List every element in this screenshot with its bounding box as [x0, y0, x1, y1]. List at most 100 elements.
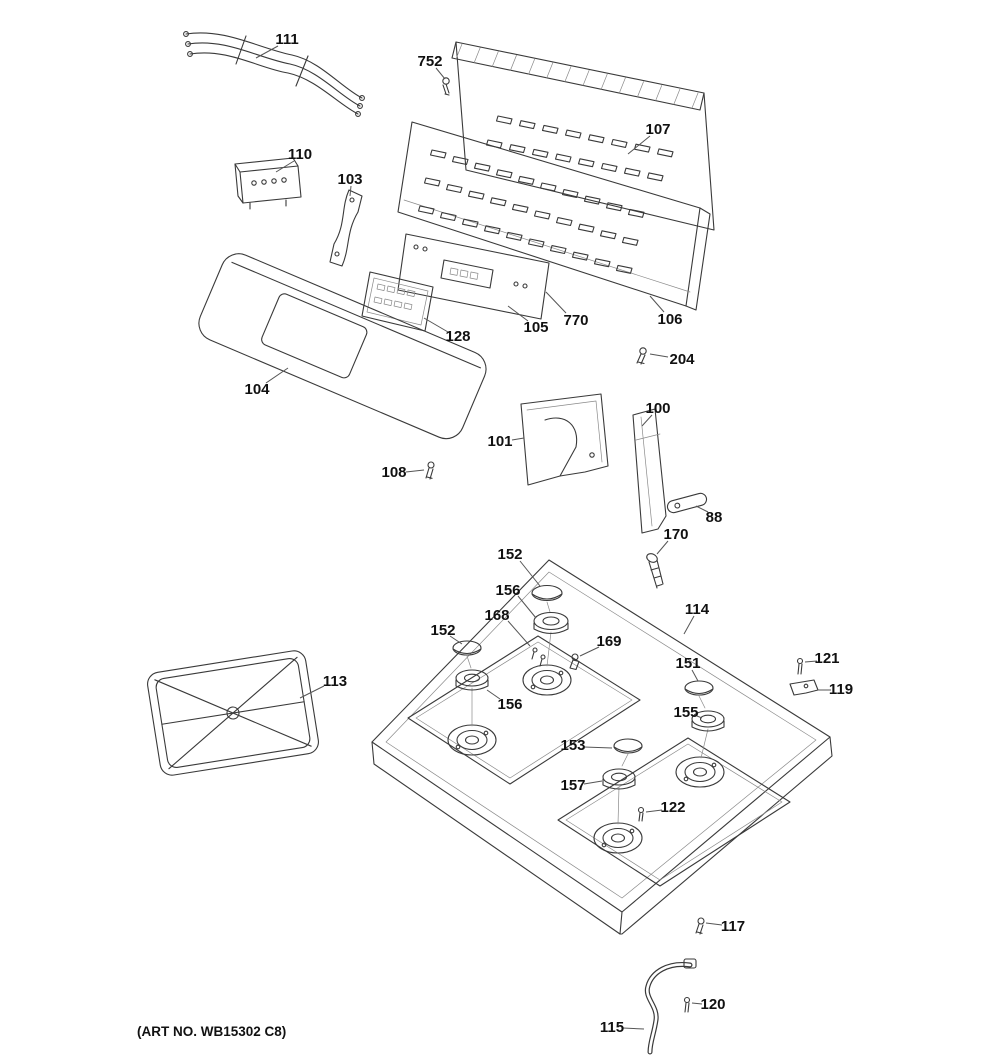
leader-line-110: [275, 160, 295, 173]
leader-line-155: [696, 715, 703, 719]
part-108-screw: [425, 461, 435, 480]
part-label-117: 117: [721, 918, 745, 935]
part-121-screw: [796, 657, 804, 675]
part-label-114: 114: [685, 601, 710, 618]
part-106-lower-back-panel: [397, 121, 711, 311]
leader-line-107: [627, 135, 651, 155]
part-122-screw: [637, 806, 645, 822]
part-110-spark-module: [234, 157, 302, 210]
part-153-cap-right-front: [613, 738, 643, 754]
part-label-103: 103: [337, 171, 362, 188]
part-label-153: 153: [560, 737, 585, 754]
burner-right-back: [675, 756, 725, 788]
part-152-cap-back-left: [531, 584, 563, 602]
leader-line-105: [507, 305, 529, 322]
louver-slots: [485, 115, 674, 182]
leader-line-156: [517, 595, 537, 619]
part-115-tube: [644, 958, 697, 1055]
leader-line-121: [804, 660, 818, 663]
part-100-side-bracket: [632, 408, 667, 534]
part-103-bracket: [329, 189, 363, 267]
part-119-clip: [789, 679, 819, 696]
part-label-168: 168: [484, 607, 509, 624]
part-label-111: 111: [275, 31, 298, 48]
part-label-88: 88: [706, 509, 723, 526]
leader-line-169: [579, 646, 600, 657]
part-101-bracket: [520, 393, 609, 486]
leader-line-157: [583, 780, 603, 785]
leader-line-104: [265, 367, 289, 384]
part-label-157: 157: [560, 777, 585, 794]
leader-line-128: [423, 317, 449, 333]
part-label-104: 104: [244, 381, 270, 398]
leader-line-152: [449, 635, 463, 645]
part-156-head-back-left: [533, 611, 569, 635]
hatch-strip: [455, 43, 699, 109]
part-168-screws: [531, 647, 546, 667]
leader-line-122: [645, 809, 663, 813]
leader-line-153: [583, 746, 613, 749]
part-label-105: 105: [523, 319, 548, 336]
leader-line-100: [641, 414, 653, 427]
part-label-106: 106: [657, 311, 682, 328]
part-752-screw: [442, 77, 450, 96]
part-label-770: 770: [563, 312, 588, 329]
leader-line-113: [299, 685, 325, 699]
part-label-155: 155: [673, 704, 698, 721]
part-label-107: 107: [645, 121, 670, 138]
leader-line-120: [691, 1002, 703, 1005]
art-number: (ART NO. WB15302 C8): [137, 1024, 286, 1039]
part-104-control-panel: [198, 253, 487, 440]
part-label-156: 156: [497, 696, 522, 713]
part-151-cap-right-back: [684, 680, 714, 696]
part-label-119: 119: [829, 681, 853, 698]
part-label-110: 110: [288, 146, 312, 163]
leader-line-108: [405, 469, 425, 473]
leader-line-151: [691, 669, 699, 682]
leader-line-111: [255, 45, 279, 59]
part-label-170: 170: [663, 526, 688, 543]
part-label-152: 152: [430, 622, 455, 639]
leader-line-170: [656, 540, 669, 555]
burner-left-back: [522, 664, 572, 696]
part-label-128: 128: [445, 328, 470, 345]
louver-slots: [417, 149, 645, 274]
leader-line-117: [705, 922, 723, 926]
part-170-screw: [646, 553, 664, 589]
leader-line-101: [511, 437, 525, 441]
leader-line-88: [695, 505, 709, 513]
part-156-head-front-left: [455, 669, 489, 691]
part-label-120: 120: [700, 996, 725, 1013]
part-label-152: 152: [497, 546, 522, 563]
part-114-cooktop: [371, 559, 833, 935]
part-label-113: 113: [323, 673, 347, 690]
leader-line-152: [519, 560, 541, 587]
burner-left-front: [447, 724, 497, 756]
part-label-100: 100: [645, 400, 670, 417]
part-204-screw: [636, 347, 647, 365]
leader-line-168: [507, 620, 531, 647]
part-117-screw: [695, 917, 705, 935]
part-155-head-right-back: [691, 710, 725, 732]
part-152-cap-front-left: [452, 640, 482, 656]
part-label-752: 752: [417, 53, 442, 70]
part-label-151: 151: [675, 655, 700, 672]
leader-line-114: [683, 615, 695, 635]
part-label-122: 122: [660, 799, 685, 816]
burner-right-front: [593, 822, 643, 854]
part-113-grate: [147, 650, 319, 776]
part-120-screw: [683, 996, 691, 1013]
part-105-control-board: [397, 233, 550, 320]
part-label-101: 101: [487, 433, 512, 450]
leader-line-770: [545, 291, 567, 314]
part-label-108: 108: [381, 464, 406, 481]
part-label-115: 115: [600, 1019, 624, 1036]
part-107-back-guard: [451, 41, 715, 231]
part-111-wire-harness: [183, 31, 365, 117]
part-label-156: 156: [495, 582, 520, 599]
part-label-169: 169: [596, 633, 621, 650]
part-label-121: 121: [814, 650, 839, 667]
